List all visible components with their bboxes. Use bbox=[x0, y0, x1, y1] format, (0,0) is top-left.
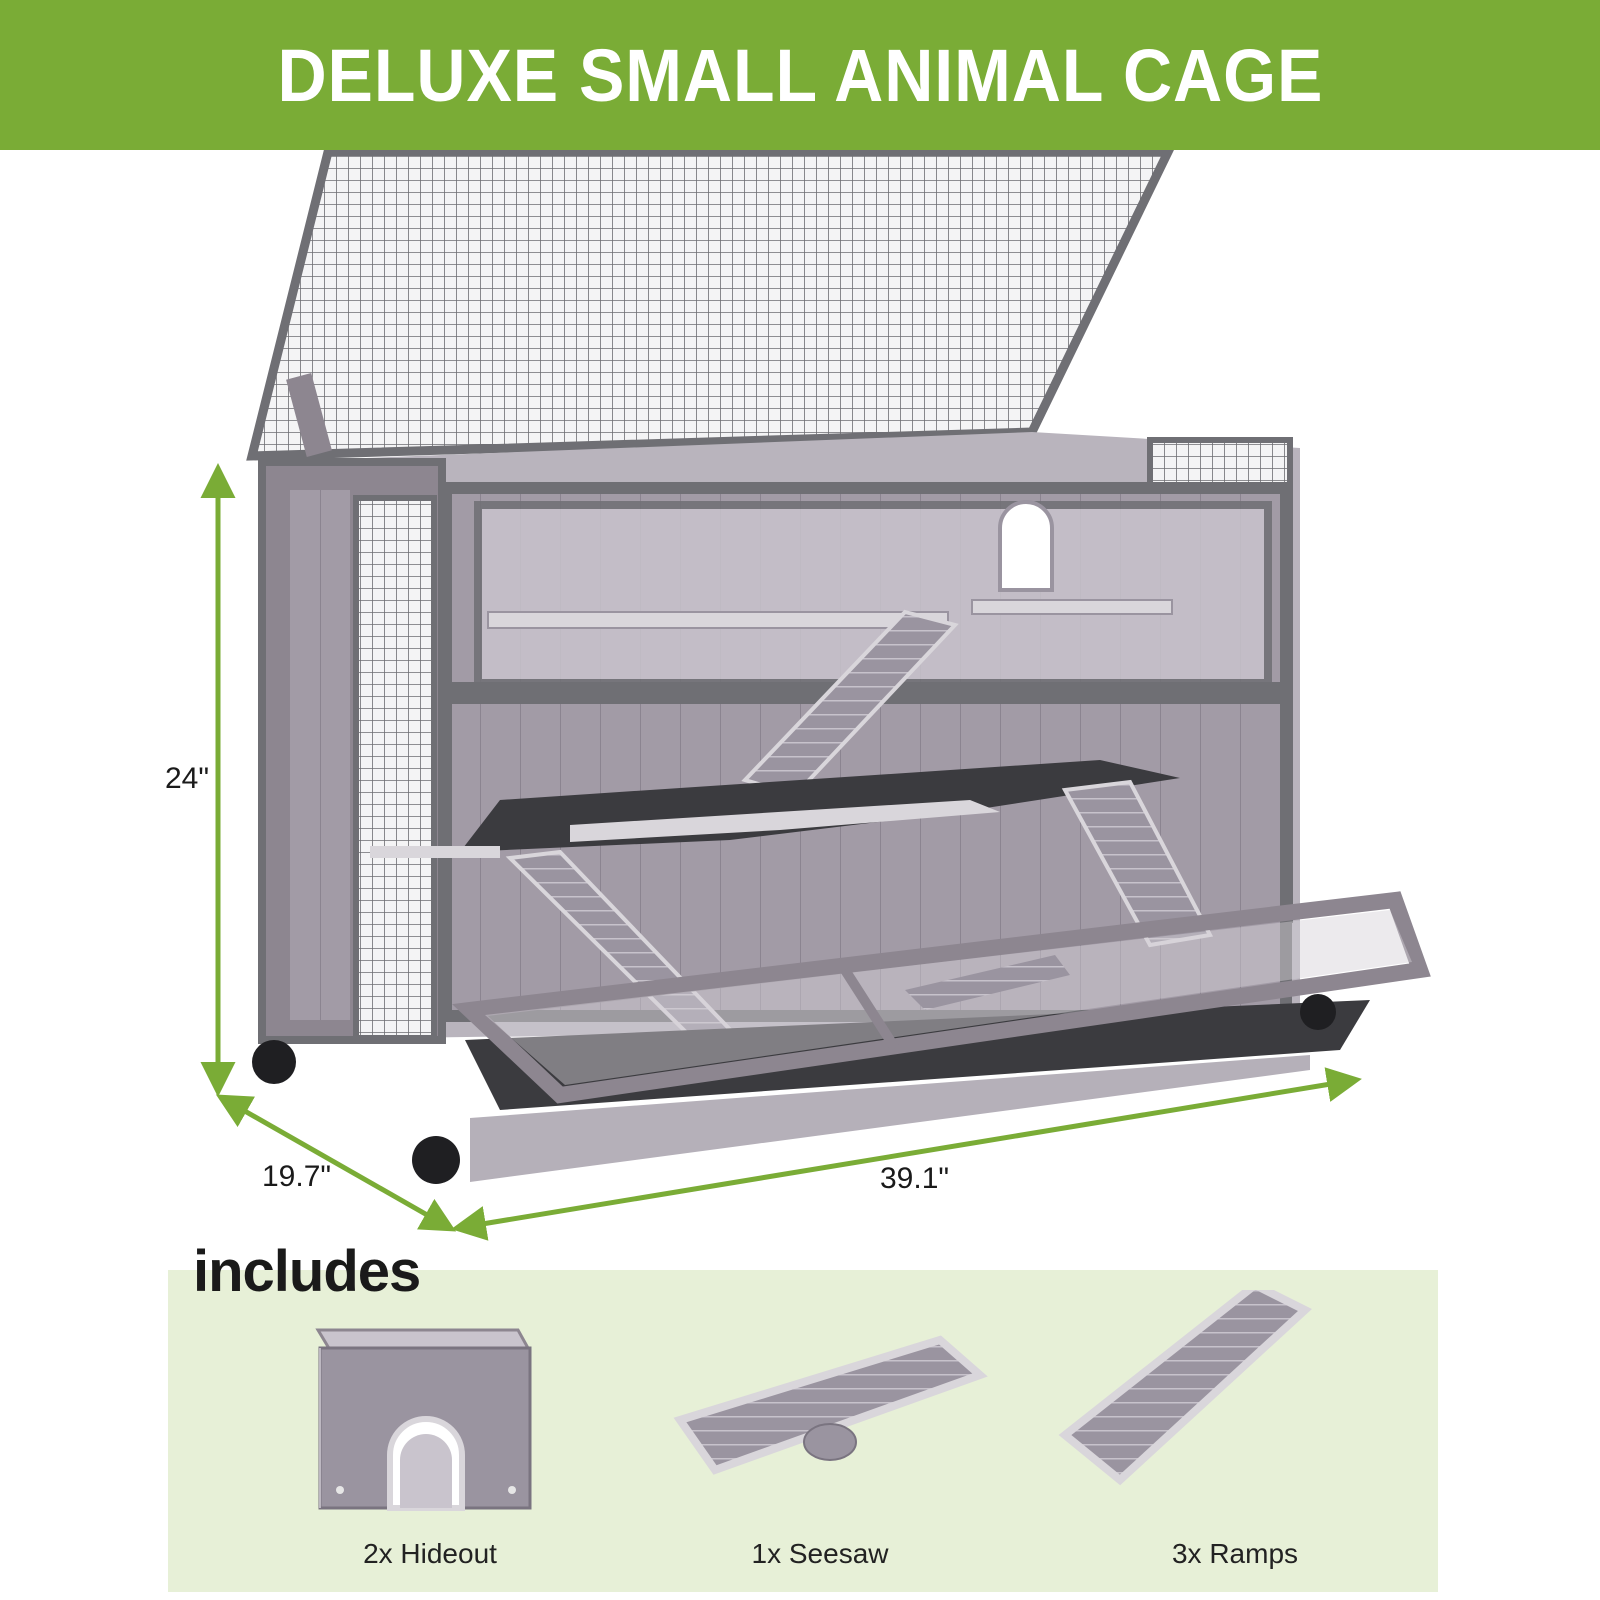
height-label: 24" bbox=[165, 762, 210, 795]
item-seesaw: 1x Seesaw bbox=[640, 1290, 1000, 1590]
seesaw-icon bbox=[673, 1335, 988, 1475]
item-hideout: 2x Hideout bbox=[250, 1290, 610, 1590]
ramp-icon bbox=[1058, 1290, 1312, 1486]
width-arrow bbox=[451, 1067, 1362, 1241]
item-seesaw-label: 1x Seesaw bbox=[751, 1538, 889, 1569]
depth-label: 19.7" bbox=[262, 1160, 332, 1193]
depth-arrow bbox=[215, 1094, 457, 1232]
cage-body bbox=[258, 432, 1431, 1182]
includes-heading: includes bbox=[193, 1239, 421, 1304]
hideout-icon bbox=[315, 1328, 532, 1511]
lid bbox=[246, 150, 1174, 461]
product-illustration: 24" 19.7" 39.1" bbox=[0, 150, 1600, 1260]
dimension-arrows bbox=[200, 463, 1362, 1241]
item-ramps: 3x Ramps bbox=[1055, 1290, 1415, 1590]
item-ramps-label: 3x Ramps bbox=[1171, 1538, 1299, 1569]
width-label: 39.1" bbox=[880, 1162, 950, 1195]
page-title: DELUXE SMALL ANIMAL CAGE bbox=[277, 33, 1323, 117]
title-banner: DELUXE SMALL ANIMAL CAGE bbox=[0, 0, 1600, 150]
item-hideout-label: 2x Hideout bbox=[363, 1538, 497, 1569]
cage-drawing bbox=[200, 150, 1431, 1241]
